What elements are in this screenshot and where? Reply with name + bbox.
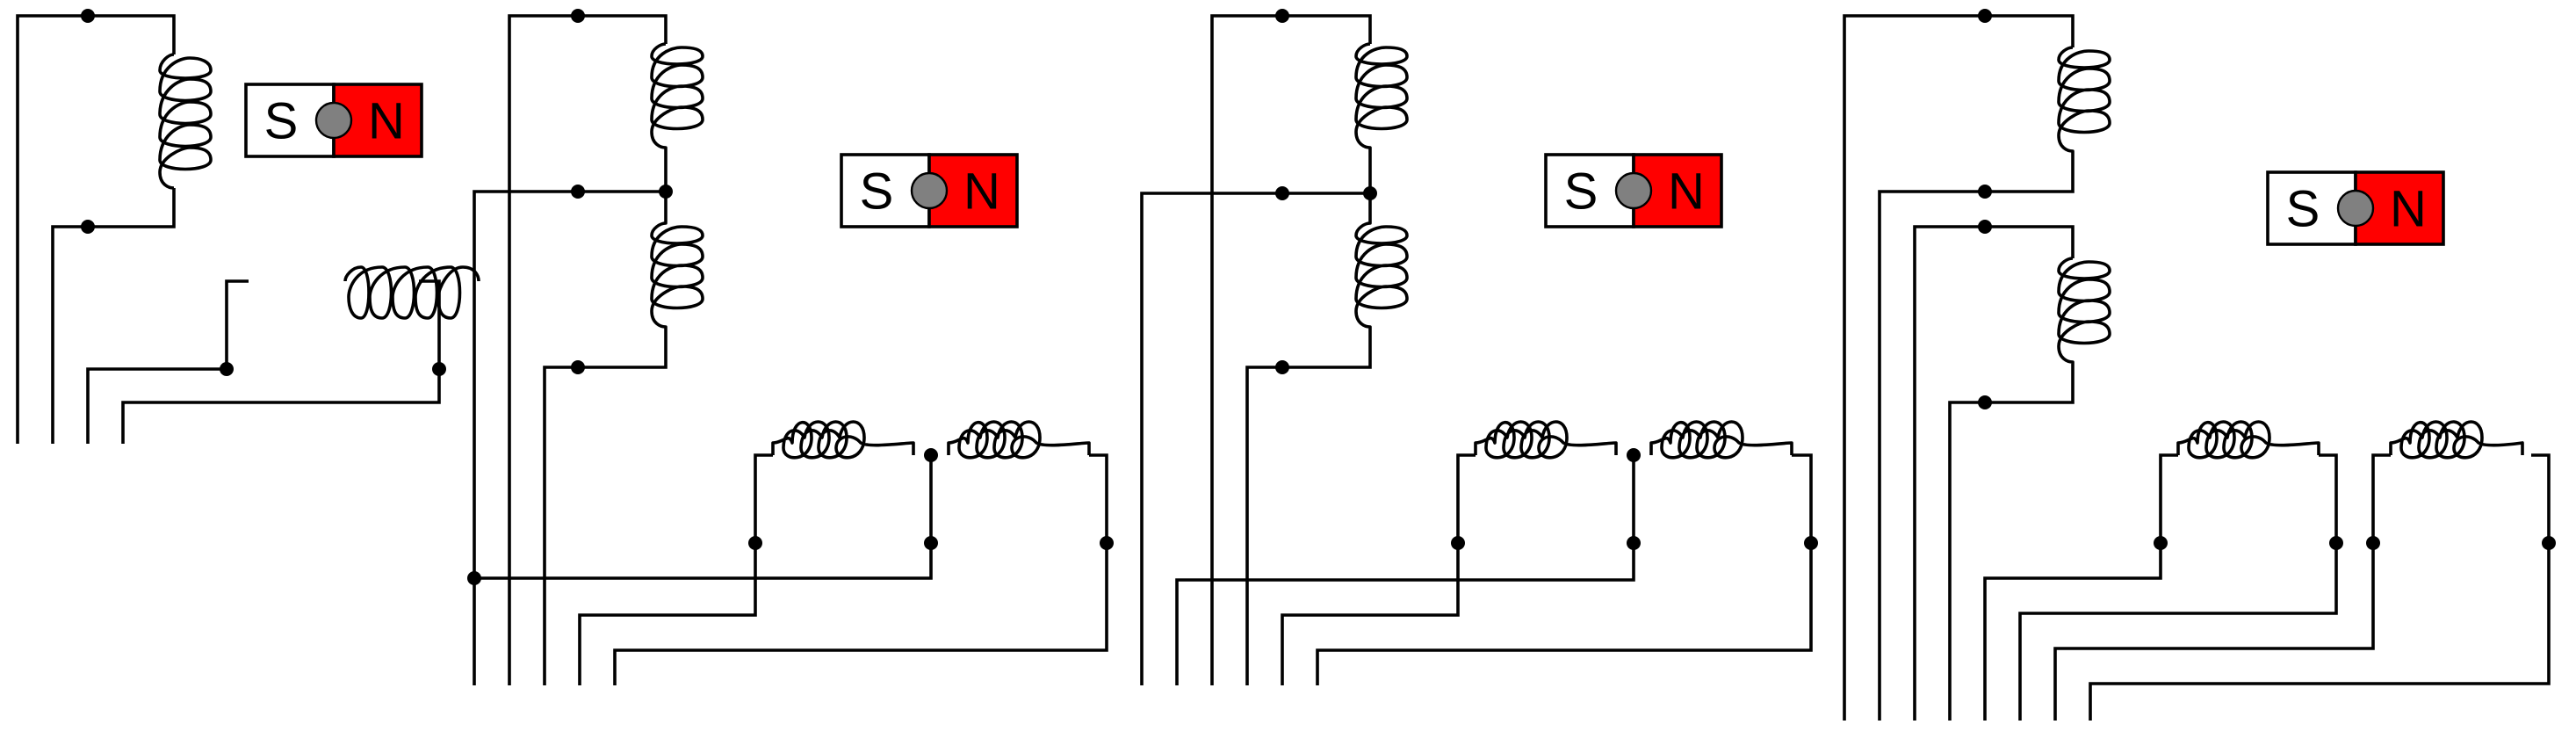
rotor-magnet-2: S N: [840, 153, 1019, 228]
south-label: S: [1564, 163, 1598, 221]
phase-b1-winding: [2176, 420, 2320, 460]
south-label: S: [2286, 181, 2320, 238]
phase-b-winding: [343, 265, 480, 320]
rotor-pivot: [1614, 171, 1653, 210]
phase-b-common: [474, 455, 933, 580]
north-label: N: [1668, 163, 1705, 221]
phase-a-winding-upper: [1354, 42, 1409, 193]
phase-b-lead-1: [578, 453, 773, 685]
north-label: N: [368, 93, 405, 150]
rotor-pivot: [2336, 189, 2375, 228]
phase-a-lead-2: [543, 341, 667, 685]
phase-a1-lead-2: [1878, 156, 2075, 721]
rotor-magnet-4: S N: [2266, 170, 2445, 246]
phase-a-common: [473, 190, 666, 685]
phase-a-lead-2: [1245, 341, 1372, 685]
phase-b2-lead-2: [2089, 453, 2551, 721]
phase-a-lead-1: [508, 14, 667, 685]
phase-a-lead-2: [51, 188, 176, 444]
rotor-magnet-1: S N: [244, 83, 423, 158]
phase-a-winding-lower: [1354, 193, 1409, 341]
phase-b-winding-right: [1649, 420, 1793, 460]
phase-a2-winding: [2057, 257, 2111, 367]
phase-b-winding-right: [947, 420, 1091, 460]
south-label: S: [264, 93, 299, 150]
phase-a-lead-1: [1210, 14, 1372, 685]
phase-a-winding-lower: [650, 192, 704, 341]
phase-b2-winding: [2389, 420, 2524, 460]
phase-b-common: [1175, 455, 1635, 685]
panel-unipolar-6-wire-variant: [1140, 9, 1818, 685]
rotor-pivot: [910, 171, 949, 210]
phase-a1-lead-1: [1843, 14, 2075, 721]
panel-unipolar-6-wire: [467, 9, 1114, 685]
phase-a-common: [1140, 192, 1370, 685]
rotor-magnet-3: S N: [1544, 153, 1723, 228]
phase-b-lead-2: [613, 453, 1108, 685]
phase-b-lead-1: [1281, 453, 1476, 685]
phase-b-winding-left: [1474, 420, 1618, 460]
north-label: N: [2390, 181, 2427, 238]
phase-b2-lead-1: [2053, 453, 2391, 721]
panel-bipolar-4-wire: [16, 9, 480, 444]
rotor-pivot: [314, 101, 353, 140]
phase-a-lead-1: [16, 14, 176, 444]
phase-a2-lead-1: [1913, 225, 2075, 721]
north-label: N: [963, 163, 1000, 221]
south-label: S: [860, 163, 894, 221]
phase-a2-lead-2: [1948, 367, 2075, 721]
phase-a1-winding: [2057, 46, 2111, 156]
phase-b1-lead-2: [2018, 453, 2338, 721]
phase-b-lead-2: [1316, 453, 1813, 685]
phase-b1-lead-1: [1983, 453, 2178, 721]
phase-a-winding-upper: [650, 42, 704, 192]
phase-b-lead-2: [121, 279, 441, 444]
phase-b-winding-left: [771, 420, 915, 460]
panel-8-wire: [1843, 9, 2556, 721]
phase-a-winding: [158, 53, 213, 190]
